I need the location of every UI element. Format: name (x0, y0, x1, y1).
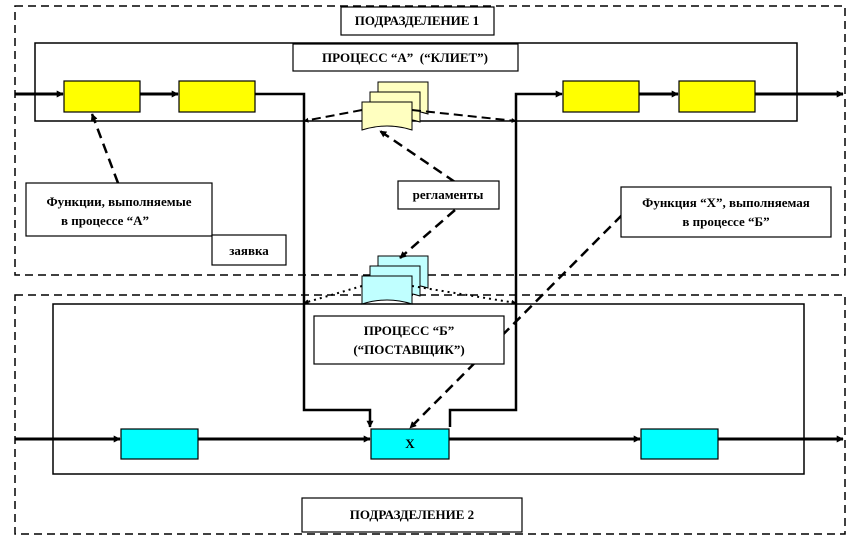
process-a-to-b-link (255, 92, 374, 428)
regulations-to-docs-a-pointer (379, 129, 456, 184)
process-b-function-x-box (370, 428, 450, 460)
division-1-title: ПОДРАЗДЕЛЕНИЕ 1 (355, 13, 479, 28)
regulations-to-docs-b-pointer (399, 209, 456, 259)
process-a-function-box-1 (63, 80, 141, 113)
regulation-docs-b (361, 255, 429, 305)
functions-a-pointer (90, 113, 120, 184)
regulation-a-right-link (411, 109, 517, 124)
process-a-function-box-3 (562, 80, 640, 113)
regulation-a-left-link (303, 109, 363, 123)
functions-a-label-box (25, 182, 213, 237)
division-1-title-box (340, 6, 495, 36)
regulation-docs-a (361, 81, 429, 131)
process-a-title: ПРОЦЕСС “А” (“КЛИЕТ”) (322, 50, 488, 65)
request-label: заявка (229, 243, 269, 258)
process-b-function-box-3 (640, 428, 719, 460)
process-b-function-box-1 (120, 428, 199, 460)
function-x-label-box (620, 186, 832, 238)
regulations-label: регламенты (413, 187, 484, 202)
division-2-container (14, 294, 846, 535)
regulations-label-box (397, 180, 500, 210)
division-1-container (14, 5, 846, 276)
function-x-label-line2: в процессе “Б” (682, 214, 769, 229)
functions-a-label-line1: Функции, выполняемые (47, 194, 192, 209)
request-label-box (211, 234, 287, 266)
process-b-frame (52, 303, 805, 475)
functions-a-label-line2: в процессе “А” (61, 213, 149, 228)
process-b-title-line2: (“ПОСТАВЩИК”) (353, 342, 464, 357)
function-x-pointer (409, 214, 623, 429)
division-2-title-box (301, 497, 523, 533)
process-b-to-a-link (448, 90, 563, 427)
regulation-b-left-link (303, 285, 363, 305)
function-x-label-line1: Функция “Х”, выполняемая (642, 195, 810, 210)
process-b-title-box (313, 315, 505, 365)
process-b-title-line1: ПРОЦЕСС “Б” (364, 323, 455, 338)
process-a-function-box-2 (178, 80, 256, 113)
division-2-title: ПОДРАЗДЕЛЕНИЕ 2 (350, 507, 474, 522)
process-a-title-box (292, 43, 519, 72)
function-x-box-label: Х (405, 436, 415, 451)
process-a-function-box-4 (678, 80, 756, 113)
